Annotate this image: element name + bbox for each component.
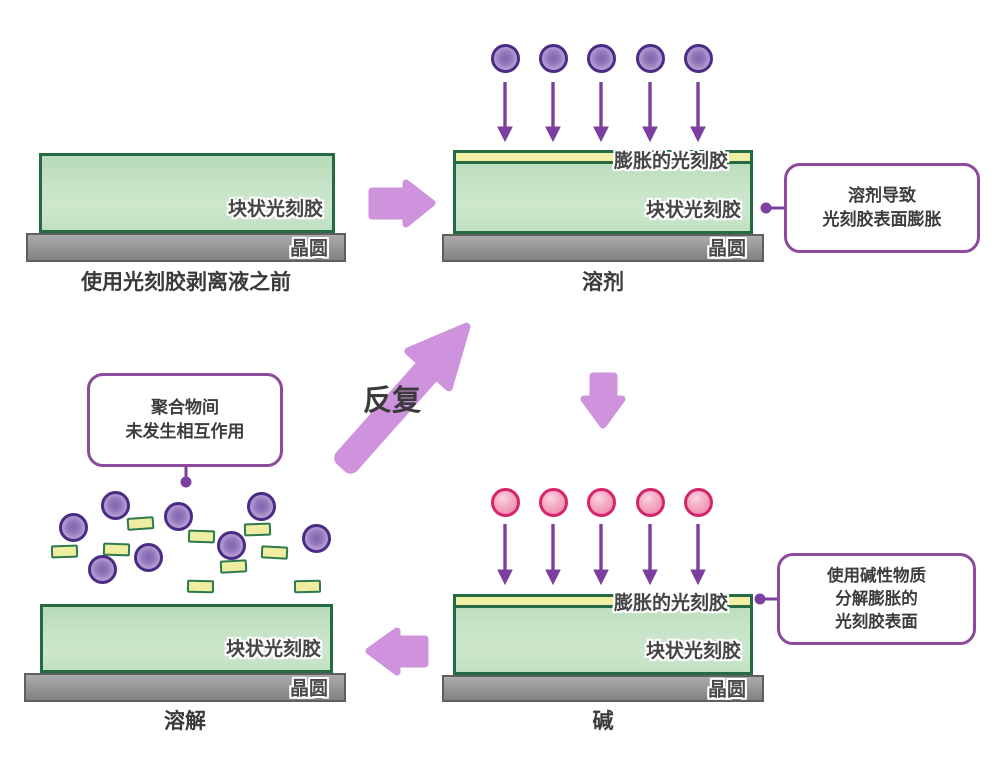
callout-connectors — [180, 202, 785, 605]
caption-dissolve: 溶解 — [164, 710, 206, 733]
resist-label: 块状光刻胶 — [645, 641, 741, 662]
caption-alkali: 碱 — [592, 710, 614, 733]
alkali-molecule-icon — [586, 487, 616, 517]
wafer-dissolve: 晶圆 — [24, 673, 346, 702]
swollen-layer-label: 膨胀的光刻胶 — [614, 151, 729, 172]
resist-label: 块状光刻胶 — [225, 639, 321, 660]
solvent-molecule-icon — [538, 43, 568, 73]
alkali-molecule-icon — [635, 487, 665, 517]
resist-block-dissolve: 块状光刻胶 — [40, 604, 333, 673]
callout-line: 聚合物间 — [151, 398, 219, 417]
polymer-molecule-icon — [87, 554, 117, 584]
wafer-before: 晶圆 — [26, 233, 346, 262]
swollen-layer — [456, 153, 750, 164]
resist-block-before: 块状光刻胶 — [39, 153, 335, 233]
resist-block-solvent: 块状光刻胶 — [453, 150, 753, 234]
callout-line: 使用碱性物质 — [827, 566, 926, 585]
polymer-molecule-icon — [246, 491, 276, 521]
solvent-molecule-icon — [490, 43, 520, 73]
wafer-alkali: 晶圆 — [442, 675, 764, 702]
cycle-label: 反复 — [363, 385, 422, 417]
callout-solvent-swelling: 溶剂导致 光刻胶表面膨胀 — [784, 163, 980, 253]
arrow-left-icon — [365, 627, 429, 676]
wafer-label: 晶圆 — [289, 677, 328, 699]
resist-fragment-icon — [102, 542, 130, 556]
resist-fragment-icon — [126, 515, 154, 531]
resist-fragment-icon — [260, 544, 288, 560]
callout-line: 未发生相互作用 — [125, 422, 245, 441]
solvent-molecule-icon — [683, 43, 713, 73]
solvent-fall-arrows — [497, 82, 706, 143]
solvent-molecule-icon — [586, 43, 616, 73]
callout-line: 分解膨胀的 — [835, 589, 918, 608]
callout-line: 溶剂导致 — [848, 186, 916, 205]
resist-fragment-icon — [187, 529, 215, 543]
polymer-molecule-icon — [133, 542, 163, 572]
alkali-molecule-icon — [538, 487, 568, 517]
arrow-down-icon — [580, 372, 626, 429]
caption-solvent: 溶剂 — [582, 271, 624, 294]
wafer-label: 晶圆 — [707, 238, 746, 260]
resist-label: 块状光刻胶 — [227, 199, 323, 220]
caption-before: 使用光刻胶剥离液之前 — [81, 271, 291, 294]
solvent-molecule-icon — [635, 43, 665, 73]
swollen-layer — [456, 597, 750, 608]
resist-fragment-icon — [243, 522, 271, 536]
polymer-molecule-icon — [58, 512, 88, 542]
polymer-molecule-icon — [100, 490, 130, 520]
callout-line: 光刻胶表面 — [835, 612, 918, 631]
polymer-molecule-icon — [163, 501, 193, 531]
arrow-cycle-icon — [334, 322, 471, 474]
polymer-molecule-icon — [216, 530, 246, 560]
alkali-molecule-icon — [490, 487, 520, 517]
arrow-right-icon — [368, 179, 436, 228]
polymer-molecule-icon — [301, 523, 331, 553]
wafer-label: 晶圆 — [289, 237, 328, 259]
resist-fragment-icon — [293, 579, 321, 593]
swollen-layer-label: 膨胀的光刻胶 — [614, 593, 729, 614]
resist-block-alkali: 块状光刻胶 — [453, 594, 753, 675]
alkali-molecule-icon — [683, 487, 713, 517]
callout-alkali-decompose: 使用碱性物质 分解膨胀的 光刻胶表面 — [777, 553, 976, 645]
callout-line: 光刻胶表面膨胀 — [822, 210, 942, 229]
resist-label: 块状光刻胶 — [645, 200, 741, 221]
wafer-solvent: 晶圆 — [442, 234, 764, 262]
callout-no-interaction: 聚合物间 未发生相互作用 — [87, 373, 283, 467]
resist-fragment-icon — [219, 558, 247, 574]
wafer-label: 晶圆 — [707, 678, 746, 700]
resist-fragment-icon — [50, 544, 78, 558]
resist-fragment-icon — [186, 579, 214, 593]
alkali-fall-arrows — [497, 524, 706, 586]
